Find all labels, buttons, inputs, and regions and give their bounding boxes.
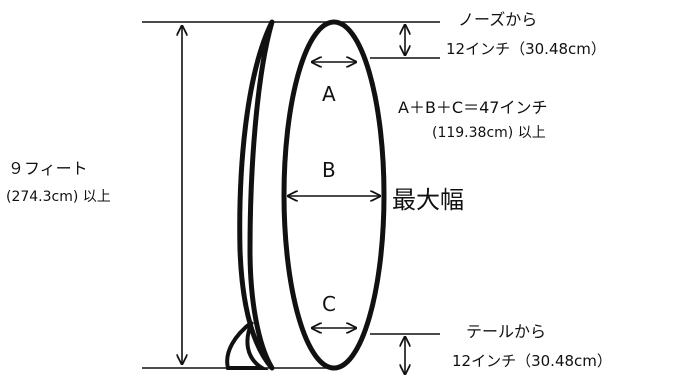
width-a-label: A xyxy=(322,82,336,106)
width-c-label: C xyxy=(322,292,336,316)
board-deck-outline xyxy=(281,19,387,371)
length-label-line2: (274.3cm) 以上 xyxy=(6,189,111,205)
nose-label-line2: 12インチ（30.48cm） xyxy=(446,40,606,58)
tail-label-line1: テールから xyxy=(466,322,547,341)
formula-line2: (119.38cm) 以上 xyxy=(432,125,546,141)
width-b-label: B xyxy=(322,158,336,182)
board-rail-outline xyxy=(237,19,275,371)
nose-label-line1: ノーズから xyxy=(458,10,538,29)
formula-line1: A＋B＋C＝47インチ xyxy=(398,98,548,117)
tail-label-line2: 12インチ（30.48cm） xyxy=(452,352,612,370)
max-width-label: 最大幅 xyxy=(392,186,464,214)
length-label-line1: ９フィート xyxy=(8,159,88,178)
